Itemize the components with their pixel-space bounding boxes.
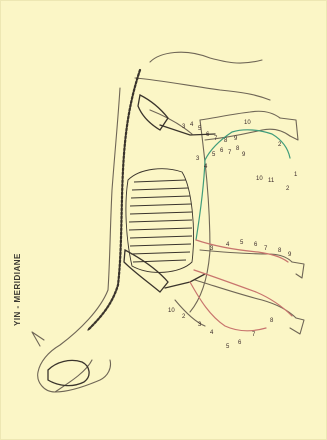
point-label: 4 [190, 122, 194, 128]
rib [133, 260, 186, 262]
point-label: 3 [198, 322, 202, 328]
rib [130, 244, 191, 246]
hind-hoof [280, 118, 298, 140]
hind-top [135, 78, 270, 100]
point-label: 4 [210, 330, 214, 336]
rib [130, 204, 191, 206]
fore-hoof-2 [290, 318, 304, 334]
point-label: 7 [264, 246, 268, 252]
point-label: 5 [212, 152, 216, 158]
point-label: 7 [228, 150, 232, 156]
point-label: 8 [236, 146, 240, 152]
rib [134, 180, 186, 182]
rib [129, 228, 192, 230]
point-label: 2 [286, 186, 290, 192]
point-label: 6 [238, 340, 242, 346]
vertebrae [88, 70, 140, 330]
point-label: 8 [224, 138, 228, 144]
pelvis [138, 95, 168, 130]
meridian-red [190, 282, 266, 331]
flank [150, 110, 192, 134]
hind-leg-upper [200, 111, 280, 120]
point-label: 5 [240, 240, 244, 246]
point-label: 10 [168, 308, 175, 314]
point-label: 7 [252, 332, 256, 338]
ear [32, 332, 44, 346]
point-label: 3 [196, 156, 200, 162]
rib [129, 220, 192, 222]
tail [150, 52, 262, 63]
rib [130, 212, 192, 214]
point-label: 8 [270, 318, 274, 324]
point-label: 9 [242, 152, 246, 158]
point-label: 6 [220, 148, 224, 154]
skull [48, 360, 89, 385]
rib [132, 188, 188, 190]
neck-line [38, 290, 108, 372]
point-label: 9 [288, 252, 292, 258]
point-label: 4 [226, 242, 230, 248]
horse-outline [32, 52, 304, 392]
meridians [190, 130, 292, 331]
point-label: 2 [278, 142, 282, 148]
point-label: 4 [204, 164, 208, 170]
point-label: 11 [268, 178, 275, 184]
point-label: 9 [234, 136, 238, 142]
rib [131, 196, 190, 198]
point-label: 6 [254, 242, 258, 248]
point-label: 5 [226, 344, 230, 350]
fore-hoof [292, 262, 304, 278]
point-label: 1 [294, 172, 298, 178]
point-label: 6 [206, 132, 210, 138]
rib [130, 236, 192, 238]
point-label: 2 [182, 314, 186, 320]
meridian-red [194, 270, 292, 316]
rib [131, 252, 190, 254]
point-labels: 3 4 5 6 7 8 9 10 2 1 3 4 5 6 7 8 9 10 11… [168, 120, 298, 350]
point-label: 10 [244, 120, 251, 126]
spine [88, 70, 140, 330]
back-line [108, 88, 120, 290]
point-label: 10 [256, 176, 263, 182]
point-label: 8 [278, 248, 282, 254]
meridian-green [196, 160, 205, 240]
